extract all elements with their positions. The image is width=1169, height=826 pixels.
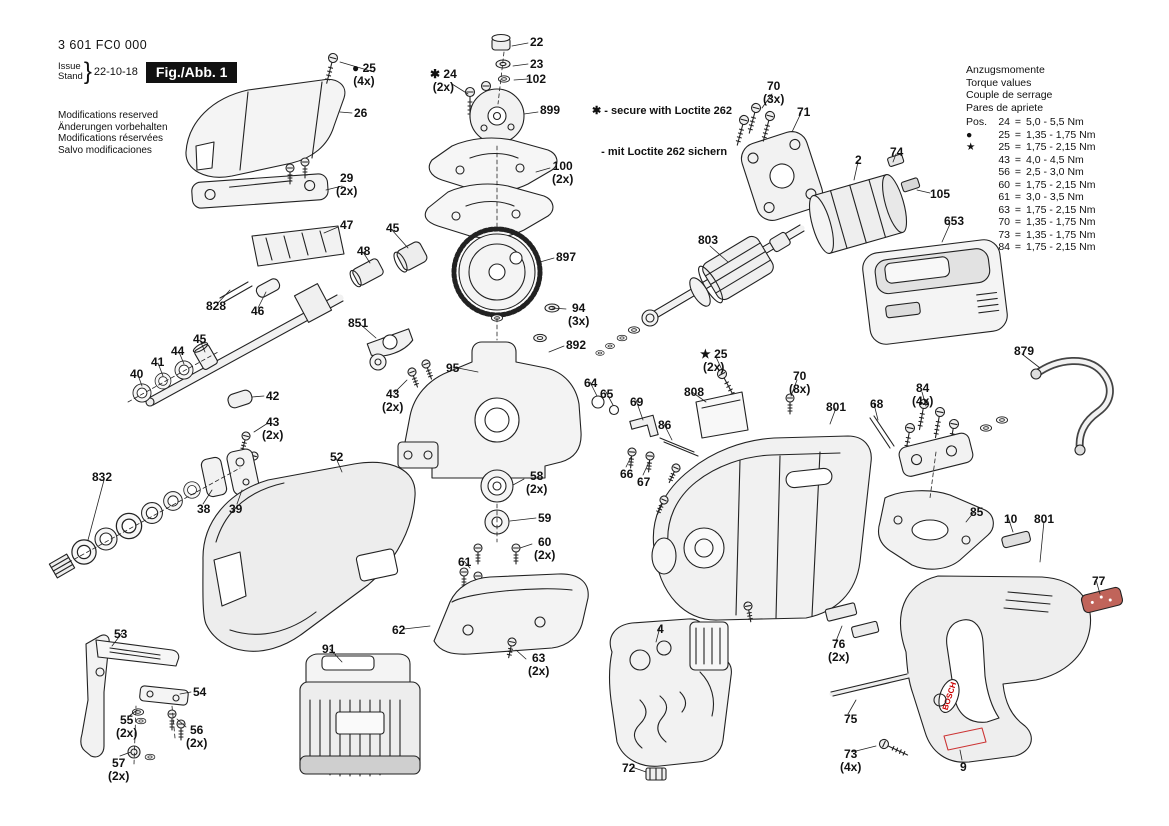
part-57-nut xyxy=(127,745,156,761)
leader-lines xyxy=(87,42,1101,773)
part-832-rings xyxy=(48,481,201,579)
modifications-block: Modifications reserved Änderungen vorbeh… xyxy=(58,110,168,156)
part-653-charger xyxy=(862,239,1008,345)
part-54-plate xyxy=(139,685,189,706)
loctite-note: ✱ - secure with Loctite 262 - mit Loctit… xyxy=(592,78,732,173)
torque-row: 56=2,5 - 3,0 Nm xyxy=(998,166,1084,178)
torque-row: 84=1,75 - 2,15 Nm xyxy=(998,241,1096,253)
torque-row: 60=1,75 - 2,15 Nm xyxy=(998,178,1096,191)
part-26-cover xyxy=(185,51,346,178)
torque-row: ★25=1,75 - 2,15 Nm xyxy=(966,141,1096,153)
part-879-cable xyxy=(1030,356,1114,456)
torque-row: 43=4,0 - 4,5 Nm xyxy=(998,153,1084,166)
part-29-plate xyxy=(191,173,329,209)
part-100-plates xyxy=(424,137,558,239)
torque-header: Torque values xyxy=(966,76,1032,89)
modifications-line: Salvo modificaciones xyxy=(58,144,152,156)
torque-table-headers: Anzugsmomente Torque values Couple de se… xyxy=(966,64,1095,114)
part-808-plate xyxy=(695,391,749,439)
part-68-pin xyxy=(869,415,895,449)
torque-header: Pares de apriete xyxy=(966,101,1044,114)
part-86-pin xyxy=(659,437,699,457)
part-75-rod xyxy=(829,673,911,697)
part-72-connector xyxy=(645,767,667,781)
part-91-battery xyxy=(299,653,421,777)
torque-row: Pos.24=5,0 - 5,5 Nm xyxy=(966,116,1084,128)
part-71-endshield xyxy=(740,131,824,221)
torque-rows: Pos.24=5,0 - 5,5 Nm●25=1,35 - 1,75 Nm★25… xyxy=(966,116,1095,254)
modifications-line: Änderungen vorbehalten xyxy=(58,121,168,133)
part-801-housing-left xyxy=(651,435,872,621)
part-2-field xyxy=(808,174,908,254)
part-74 xyxy=(887,153,905,167)
part-828-pin xyxy=(219,281,253,303)
part-40-45-bearings xyxy=(132,342,218,403)
loctite-line-1: ✱ - secure with Loctite 262 xyxy=(592,105,733,117)
torque-row: 73=1,35 - 1,75 Nm xyxy=(998,228,1096,241)
part-803-armature xyxy=(595,224,805,356)
title-block: 3 601 FC0 000 Issue Stand } 22-10-18 Fig… xyxy=(58,38,238,86)
modifications-line: Modifications reserved xyxy=(58,110,159,121)
part-10-strip xyxy=(1001,530,1031,549)
part-76-plate-2 xyxy=(851,620,880,639)
brace-glyph: } xyxy=(83,58,92,85)
part-77-pad xyxy=(1080,586,1124,614)
part-52-guard xyxy=(202,461,416,652)
torque-header: Anzugsmomente xyxy=(966,64,1045,76)
issue-label: Issue xyxy=(58,60,81,72)
part-897-gear xyxy=(451,226,543,318)
part-65-clip xyxy=(608,404,620,416)
part-plunger-shaft xyxy=(145,283,344,407)
part-9-strip xyxy=(943,727,987,751)
part-58-bearing xyxy=(480,469,514,503)
part-801-housing-right: BOSCH xyxy=(899,575,1092,763)
part-892-gearbox xyxy=(397,341,582,479)
torque-table: Anzugsmomente Torque values Couple de se… xyxy=(966,64,1095,254)
issue-date: 22-10-18 xyxy=(93,66,138,78)
part-45-roller xyxy=(393,241,428,273)
part-22-cap xyxy=(491,33,511,51)
figure-label: Fig./Abb. 1 xyxy=(145,61,238,83)
torque-row: ●25=1,35 - 1,75 Nm xyxy=(966,128,1096,141)
part-53-foot xyxy=(80,634,180,758)
part-38-plate xyxy=(200,456,228,498)
part-47-carrier xyxy=(251,225,345,267)
torque-header: Couple de serrage xyxy=(966,89,1053,101)
part-899-pulley xyxy=(469,88,525,144)
loctite-line-2: - mit Loctite 262 sichern xyxy=(592,145,728,158)
part-85-plate xyxy=(877,490,994,570)
part-42-clamp xyxy=(227,389,253,409)
part-48-roller xyxy=(349,258,384,288)
part-4-switch xyxy=(609,618,732,767)
part-105 xyxy=(900,177,921,193)
part-62-cover xyxy=(433,573,589,655)
part-64-clip xyxy=(591,395,605,409)
part-76-plate xyxy=(824,602,858,622)
part-69-bracket xyxy=(629,414,659,438)
torque-row: 63=1,75 - 2,15 Nm xyxy=(998,203,1096,216)
part-number: 3 601 FC0 000 xyxy=(58,38,148,52)
stand-label: Stand xyxy=(58,71,83,82)
assembly-axes xyxy=(61,51,937,765)
modifications-line: Modifications réservées xyxy=(58,133,164,144)
part-46-roller xyxy=(255,278,281,298)
part-102-washer xyxy=(497,75,511,83)
torque-row: 61=3,0 - 3,5 Nm xyxy=(998,191,1084,203)
torque-row: 70=1,35 - 1,75 Nm xyxy=(998,216,1096,228)
part-851-clamp xyxy=(366,328,414,357)
